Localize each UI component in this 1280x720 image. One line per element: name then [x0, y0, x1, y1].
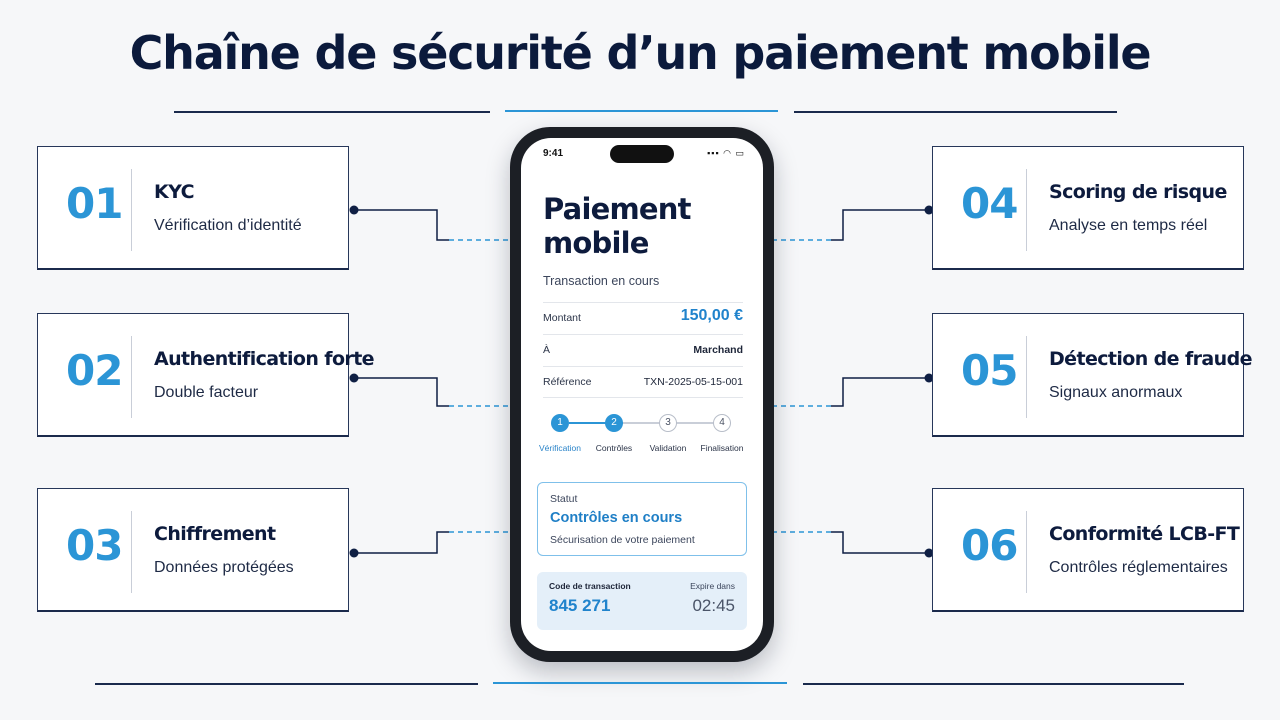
divider [174, 111, 490, 113]
step-subtitle: Données protégées [154, 559, 294, 576]
progress-label: Vérification [538, 443, 582, 453]
connector-dot [924, 373, 934, 383]
step-card-compliance: 06 Conformité LCB-FT Contrôles réglement… [932, 488, 1244, 612]
code-label: Code de transaction [549, 581, 631, 591]
progress-step-2: 2 [605, 414, 623, 432]
progress-label: Contrôles [595, 443, 633, 453]
divider [95, 683, 478, 685]
step-card-authentication: 02 Authentification forte Double facteur [37, 313, 375, 437]
step-card-risk-scoring: 04 Scoring de risque Analyse en temps ré… [932, 146, 1244, 270]
progress-label: Finalisation [700, 443, 744, 453]
connector-line [354, 377, 449, 407]
card-divider [131, 336, 132, 418]
phone-mockup: 9:41 ▪▪▪ ◠ ▭ Paiement mobile Transaction… [510, 127, 774, 662]
code-value: 845 271 [549, 596, 611, 615]
step-number: 05 [961, 346, 1018, 395]
progress-step-1: 1 [551, 414, 569, 432]
signal-wifi-battery-icon: ▪▪▪ ◠ ▭ [707, 148, 745, 158]
status-box: Statut Contrôles en cours Sécurisation d… [537, 482, 747, 556]
detail-label: Référence [543, 376, 592, 388]
status-time: 9:41 [543, 148, 564, 159]
connector-line [831, 377, 926, 407]
progress-label: Validation [649, 443, 687, 453]
detail-row-amount: Montant 150,00 € [543, 302, 743, 333]
detail-value: Marchand [693, 344, 743, 356]
detail-row-recipient: À Marchand [543, 334, 743, 365]
status-value: Contrôles en cours [550, 510, 683, 526]
connector-dot [924, 548, 934, 558]
step-subtitle: Vérification d’identité [154, 217, 302, 234]
connector-dot [349, 548, 359, 558]
step-subtitle: Double facteur [154, 384, 259, 401]
progress-step-4: 4 [713, 414, 731, 432]
step-subtitle: Signaux anormaux [1049, 384, 1183, 401]
transaction-code-box: Code de transaction 845 271 Expire dans … [537, 572, 747, 630]
expiry-label: Expire dans [690, 581, 735, 591]
step-card-encryption: 03 Chiffrement Données protégées [37, 488, 349, 612]
progress-step-3: 3 [659, 414, 677, 432]
step-number: 03 [66, 521, 123, 570]
step-title: Détection de fraude [1049, 348, 1252, 370]
detail-label: Montant [543, 312, 581, 324]
progress-line [569, 422, 623, 424]
step-number: 02 [66, 346, 123, 395]
step-title: Scoring de risque [1049, 181, 1227, 203]
expiry-timer: 02:45 [692, 596, 735, 615]
step-title: Chiffrement [154, 523, 276, 545]
page-title: Chaîne de sécurité d’un paiement mobile [129, 26, 1152, 80]
step-title: Authentification forte [154, 348, 375, 370]
divider [803, 683, 1184, 685]
connector-dot [349, 373, 359, 383]
progress-line [623, 422, 731, 424]
step-number: 04 [961, 179, 1018, 228]
step-title: Conformité LCB-FT [1049, 523, 1240, 545]
step-subtitle: Contrôles réglementaires [1049, 559, 1228, 576]
connector-dot [349, 205, 359, 215]
connector-line [354, 209, 449, 241]
app-subtitle: Transaction en cours [543, 274, 660, 288]
step-title: KYC [154, 181, 195, 203]
connector-dot [924, 205, 934, 215]
status-description: Sécurisation de votre paiement [550, 534, 695, 546]
detail-value: 150,00 € [680, 307, 743, 324]
card-divider [131, 169, 132, 251]
app-title: Paiement mobile [543, 192, 691, 260]
phone-screen: 9:41 ▪▪▪ ◠ ▭ Paiement mobile Transaction… [521, 138, 763, 651]
connector-line [354, 531, 449, 554]
divider [794, 111, 1117, 113]
step-card-kyc: 01 KYC Vérification d’identité [37, 146, 349, 270]
detail-value: TXN-2025-05-15-001 [643, 376, 743, 388]
detail-row-reference: Référence TXN-2025-05-15-001 [543, 366, 743, 398]
card-divider [131, 511, 132, 593]
step-number: 01 [66, 179, 123, 228]
dynamic-island [610, 145, 674, 163]
card-divider [1026, 511, 1027, 593]
card-divider [1026, 336, 1027, 418]
divider [505, 110, 778, 112]
status-label: Statut [550, 493, 578, 505]
step-card-fraud-detection: 05 Détection de fraude Signaux anormaux [932, 313, 1252, 437]
connector-line [831, 531, 926, 554]
step-number: 06 [961, 521, 1018, 570]
divider [493, 682, 787, 684]
card-divider [1026, 169, 1027, 251]
step-subtitle: Analyse en temps réel [1049, 217, 1208, 234]
detail-label: À [543, 344, 551, 356]
connector-line [831, 209, 926, 241]
